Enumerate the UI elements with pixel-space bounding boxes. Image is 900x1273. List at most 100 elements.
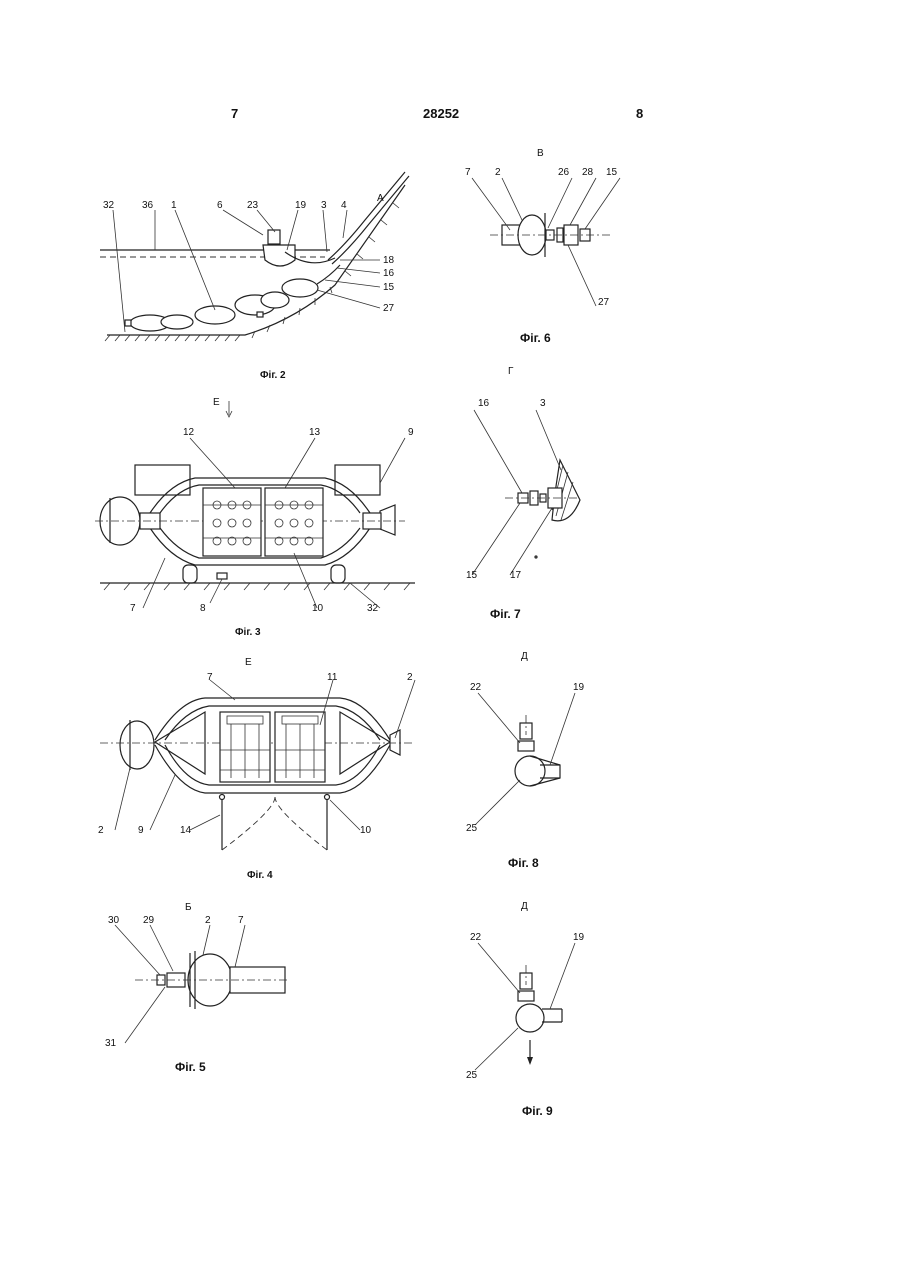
label-14: 14 (180, 825, 192, 836)
frame-top-outer (155, 698, 390, 740)
end-cap-right (390, 730, 400, 755)
label-30: 30 (108, 915, 120, 926)
support-left (183, 565, 197, 583)
cassette-right (265, 488, 323, 556)
figure-4-drawing: Е 7 11 2 2 9 14 10 Фіг. 4 (95, 650, 425, 885)
label-3: 3 (540, 398, 546, 409)
label-15: 15 (466, 570, 478, 581)
support-8 (217, 573, 227, 579)
view-label-d: Д (521, 901, 528, 912)
figure-9: Д 22 19 25 Фіг. 9 (460, 895, 640, 1125)
label-12: 12 (183, 427, 195, 438)
fig9-caption: Фіг. 9 (522, 1104, 553, 1118)
label-13: 13 (309, 427, 321, 438)
cassette-left (203, 488, 261, 556)
label-10: 10 (360, 825, 372, 836)
label-4: 4 (341, 200, 347, 211)
label-7: 7 (130, 603, 136, 614)
fig6-caption: Фіг. 6 (520, 331, 551, 345)
label-2-left: 2 (98, 825, 104, 836)
label-27: 27 (598, 297, 610, 308)
label-19: 19 (573, 682, 585, 693)
label-15: 15 (606, 167, 618, 178)
label-25: 25 (466, 1070, 478, 1081)
ground-hatching (104, 583, 410, 590)
patent-number: 28252 (423, 106, 459, 121)
fig7-caption: Фіг. 7 (490, 607, 521, 621)
fig4-caption: Фіг. 4 (247, 870, 273, 881)
figure-8-drawing: Д 22 19 25 Фіг. 8 (460, 645, 640, 875)
page-number-left: 7 (231, 106, 238, 121)
label-18: 18 (383, 255, 395, 266)
figure-7-drawing: Г 16 3 15 17 Фіг. 7 (460, 360, 640, 630)
figure-8: Д 22 19 25 Фіг. 8 (460, 645, 640, 875)
label-3: 3 (321, 200, 327, 211)
label-6: 6 (217, 200, 223, 211)
end-cap-right (380, 505, 395, 535)
figure-4: Е 7 11 2 2 9 14 10 Фіг. 4 (95, 650, 425, 885)
shore-pipe-outer (328, 172, 405, 260)
figure-6: В 7 2 26 28 15 27 Фіг. 6 (460, 140, 640, 350)
figure-7: Г 16 3 15 17 Фіг. 7 (460, 360, 640, 630)
label-1: 1 (171, 200, 177, 211)
frame-top-inner (165, 706, 380, 740)
view-label-b: Б (185, 902, 192, 913)
figure-2: А 32 36 1 6 23 19 3 4 18 16 15 27 Фіг. 2 (95, 160, 425, 385)
label-2-right: 2 (407, 672, 413, 683)
shore-pipe-inner (332, 176, 409, 264)
label-19: 19 (295, 200, 307, 211)
label-9: 9 (408, 427, 414, 438)
label-7: 7 (207, 672, 213, 683)
view-label-v: В (537, 148, 544, 159)
coupling-22 (518, 741, 534, 751)
elbow-25 (515, 756, 545, 786)
label-28: 28 (582, 167, 594, 178)
label-10: 10 (312, 603, 324, 614)
fig2-caption: Фіг. 2 (260, 370, 286, 381)
rear-box-left (135, 465, 190, 495)
label-17: 17 (510, 570, 522, 581)
flow-arrow-head (527, 1057, 533, 1065)
coupling-22 (518, 991, 534, 1001)
label-2: 2 (495, 167, 501, 178)
figure-2-drawing: А 32 36 1 6 23 19 3 4 18 16 15 27 Фіг. 2 (95, 160, 425, 385)
label-16: 16 (383, 268, 395, 279)
page-number-right: 8 (636, 106, 643, 121)
label-32: 32 (367, 603, 379, 614)
fig8-caption: Фіг. 8 (508, 856, 539, 870)
label-22: 22 (470, 682, 482, 693)
label-7: 7 (465, 167, 471, 178)
label-7: 7 (238, 915, 244, 926)
label-29: 29 (143, 915, 155, 926)
figure-3: Е (95, 393, 425, 643)
frame-bottom-inner (165, 745, 380, 785)
label-32: 32 (103, 200, 115, 211)
view-label-e: Е (245, 657, 252, 668)
label-31: 31 (105, 1038, 117, 1049)
frame-bottom-outer (155, 745, 390, 793)
figure-3-drawing: Е (95, 393, 425, 643)
rear-box-right (335, 465, 380, 495)
label-23: 23 (247, 200, 259, 211)
label-9: 9 (138, 825, 144, 836)
label-25: 25 (466, 823, 478, 834)
figure-5-drawing: Б 30 29 2 7 31 Фіг. 5 (95, 895, 295, 1080)
figure-6-drawing: В 7 2 26 28 15 27 Фіг. 6 (460, 140, 640, 350)
label-2: 2 (205, 915, 211, 926)
module-chain (125, 265, 340, 331)
label-16: 16 (478, 398, 490, 409)
view-label-a: А (377, 193, 384, 204)
label-19: 19 (573, 932, 585, 943)
view-label-d: Д (521, 651, 528, 662)
label-27: 27 (383, 303, 395, 314)
view-label-g: Г (508, 366, 514, 377)
leader-lines (472, 178, 620, 306)
label-11: 11 (327, 672, 338, 683)
label-26: 26 (558, 167, 570, 178)
label-36: 36 (142, 200, 154, 211)
fig3-caption: Фіг. 3 (235, 627, 261, 638)
label-8: 8 (200, 603, 206, 614)
support-right (331, 565, 345, 583)
float-valve (268, 230, 280, 244)
end-cap-left (120, 721, 154, 769)
